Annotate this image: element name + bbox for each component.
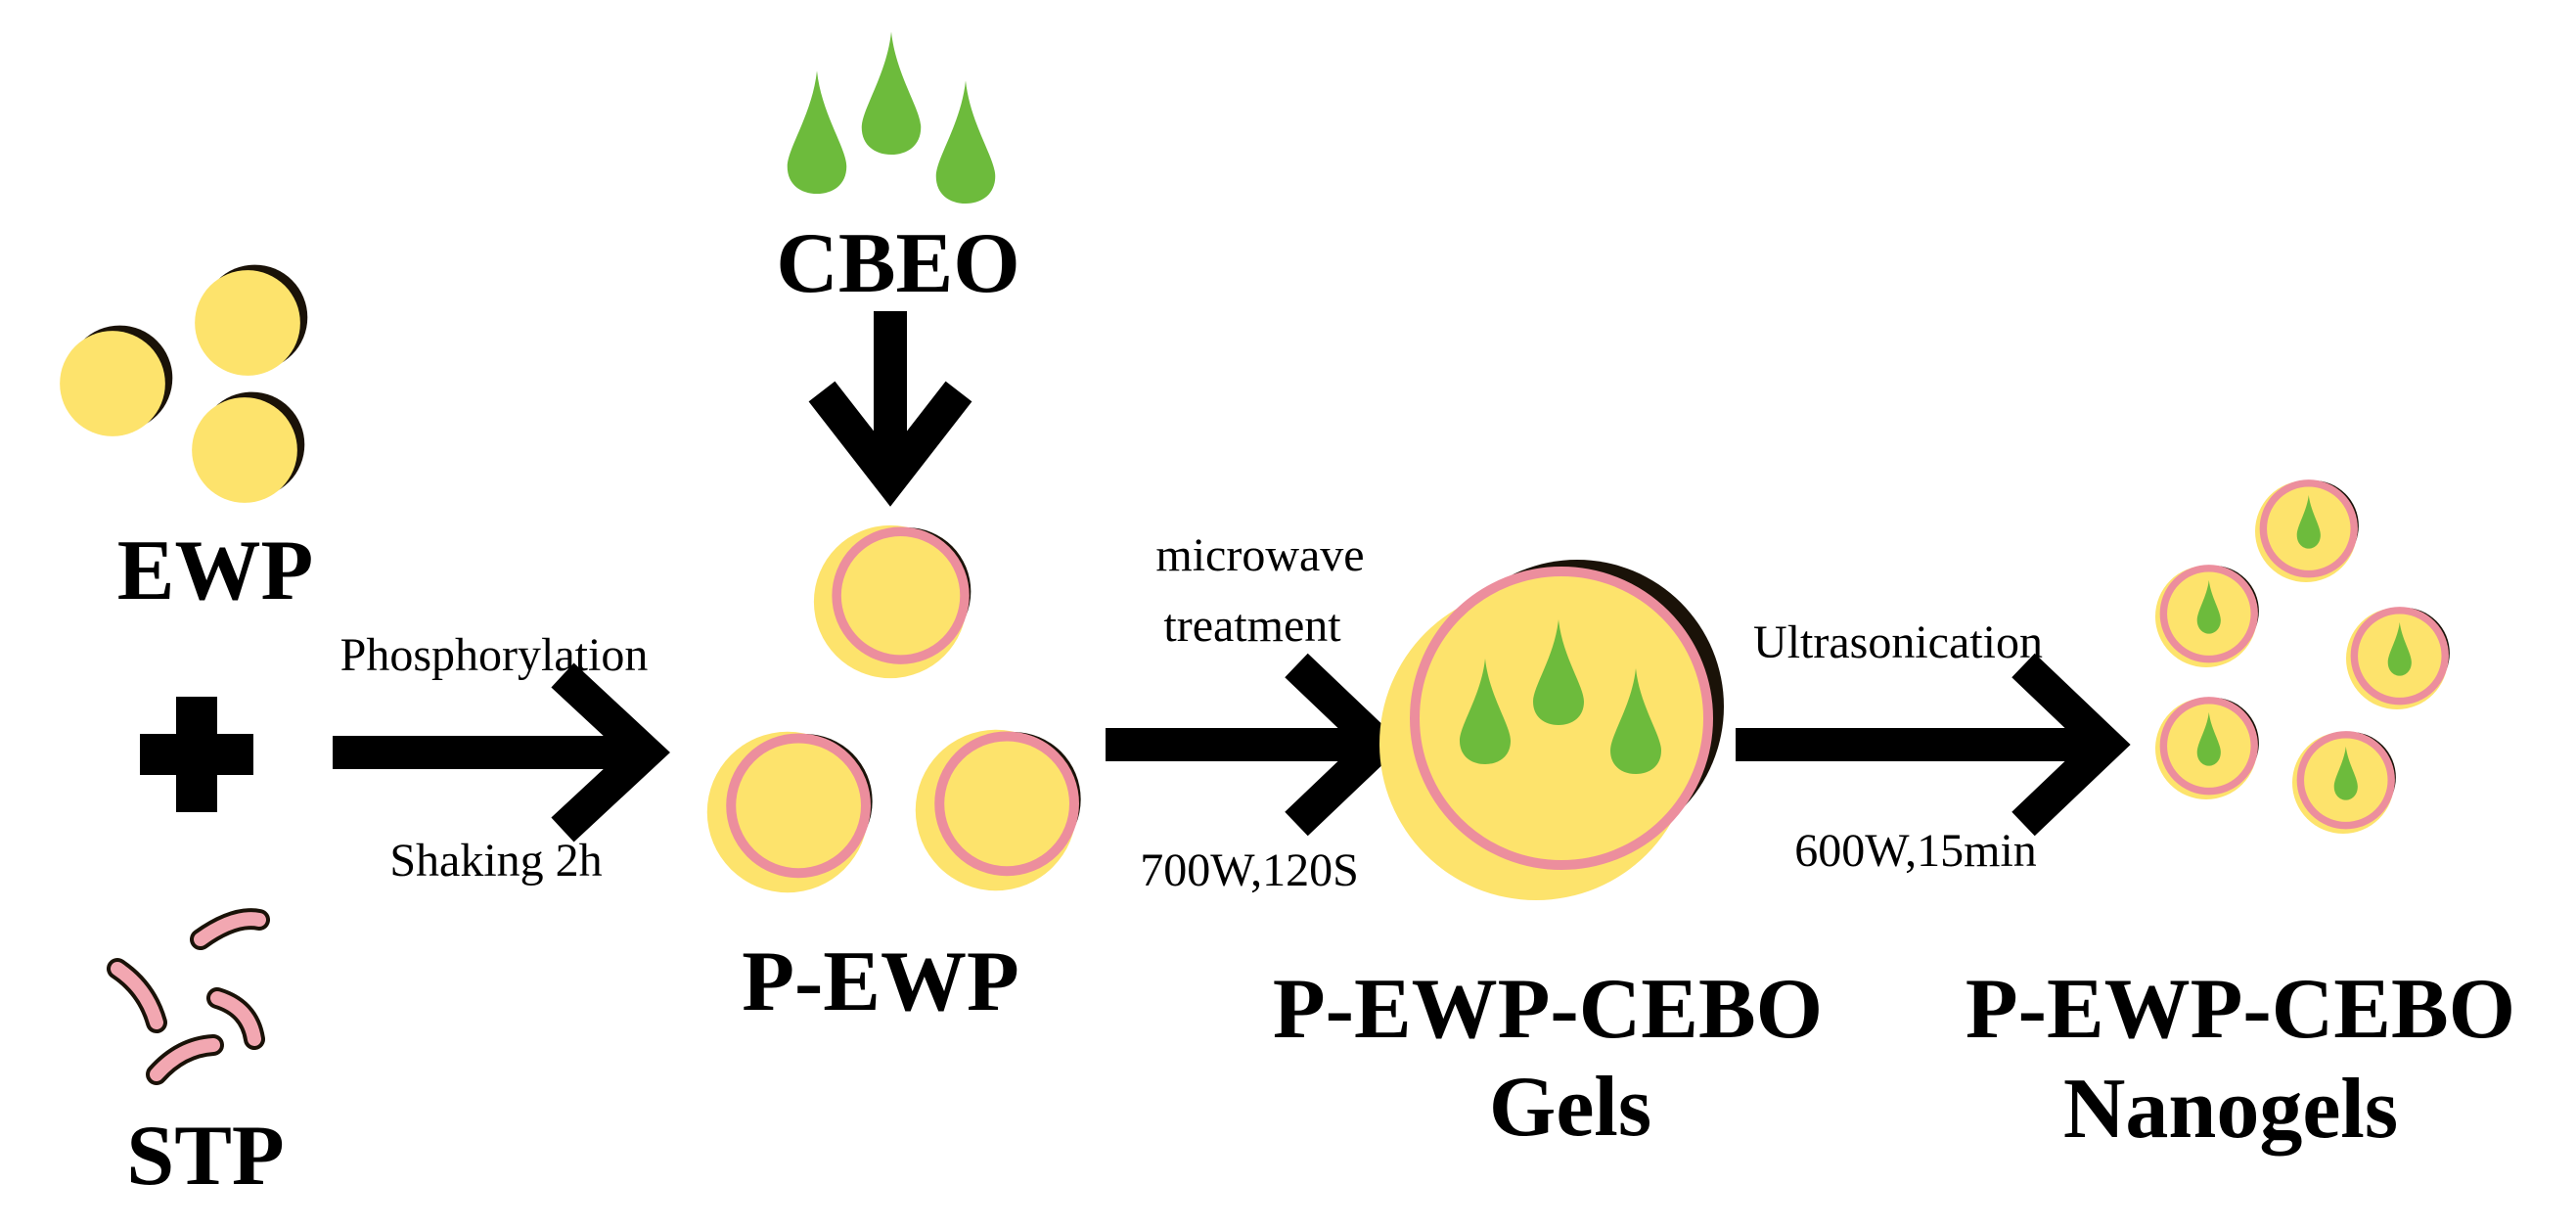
gel-particle <box>1379 560 1724 900</box>
step2-condition-bottom: 700W,120S <box>1140 844 1359 896</box>
stp-fragments <box>107 908 270 1085</box>
step2-condition-top-line2: treatment <box>1163 600 1341 652</box>
arrow-right-icon <box>1736 653 2131 837</box>
stp-label: STP <box>126 1109 284 1204</box>
gels-label-line2: Gels <box>1489 1060 1651 1155</box>
nanogels-label-line1: P-EWP-CEBO <box>1966 962 2515 1057</box>
ewp-particles <box>60 264 308 503</box>
plus-icon <box>140 697 253 812</box>
step3-condition-top: Ultrasonication <box>1753 616 2043 668</box>
step1-condition-top: Phosphorylation <box>340 629 649 681</box>
nanogel-particle <box>2346 608 2450 709</box>
arrow-right-icon <box>333 662 670 842</box>
step3-condition-bottom: 600W,15min <box>1794 825 2037 877</box>
arrow-down-icon <box>808 311 972 507</box>
nanogel-particle <box>2292 732 2396 834</box>
nanogel-particle <box>2255 480 2359 582</box>
ewp-label: EWP <box>117 523 313 618</box>
nanogels-label-line2: Nanogels <box>2063 1062 2398 1157</box>
droplet-icon <box>861 31 922 155</box>
ewp-particle <box>192 391 305 503</box>
cbeo-drops <box>787 31 996 204</box>
pewp-label: P-EWP <box>742 934 1019 1029</box>
ewp-particle <box>60 325 173 436</box>
cbeo-label: CBEO <box>776 216 1019 311</box>
nanogel-particle <box>2155 698 2259 799</box>
step1-condition-bottom: Shaking 2h <box>389 835 602 887</box>
pewp-particle <box>707 732 873 892</box>
ewp-particle <box>195 264 308 376</box>
arrow-right-icon <box>1106 653 1404 837</box>
droplet-icon <box>935 80 996 204</box>
step2-condition-top-line1: microwave <box>1155 529 1364 581</box>
droplet-icon <box>787 70 847 194</box>
pewp-particle <box>916 730 1081 890</box>
pewp-particles <box>707 525 1081 892</box>
gels-label-line1: P-EWP-CEBO <box>1273 962 1823 1057</box>
pewp-particle <box>814 525 971 678</box>
nanogel-particles <box>2155 480 2450 834</box>
nanogel-particle <box>2155 566 2259 667</box>
